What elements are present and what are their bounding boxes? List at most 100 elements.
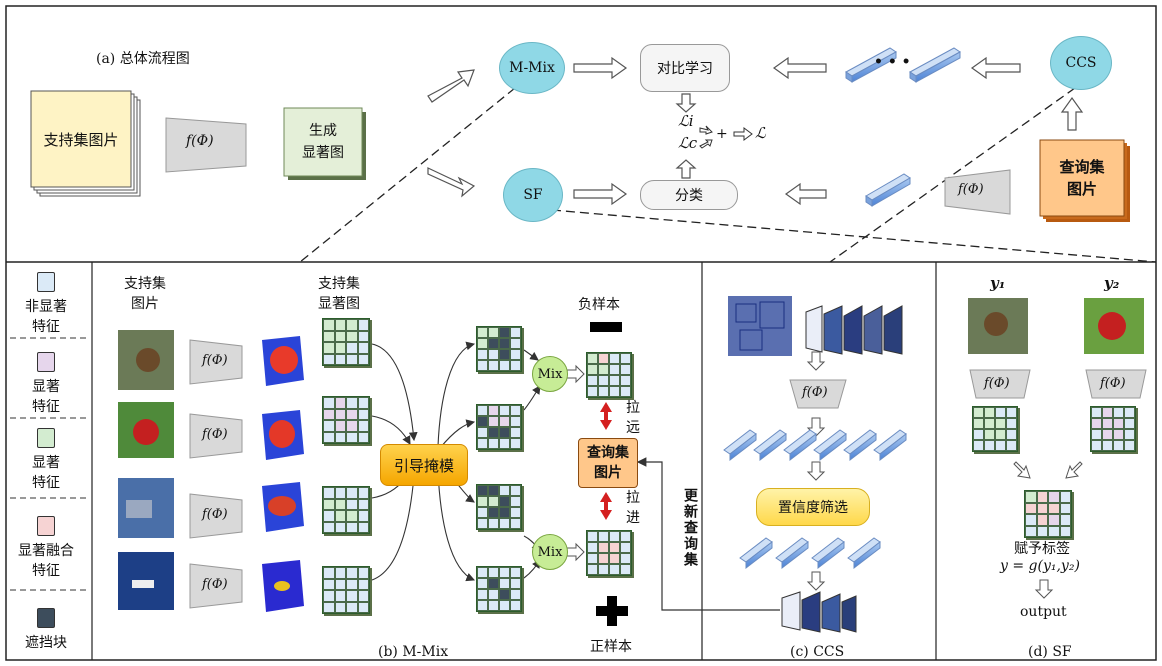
- heatmaps: [262, 336, 304, 612]
- grid-cell: [334, 420, 346, 432]
- grid-cell: [510, 327, 521, 338]
- grid-cell: [598, 564, 609, 575]
- grid-cell: [510, 496, 521, 507]
- grid-cell: [587, 386, 598, 397]
- grid-cell: [357, 521, 369, 533]
- grid-cell: [510, 589, 521, 600]
- sf-node: SF: [503, 168, 563, 222]
- feature-grid: [586, 352, 632, 398]
- grid-cell: [510, 438, 521, 449]
- grid-cell: [499, 360, 510, 371]
- grid-cell: [1036, 525, 1048, 537]
- grid-cell: [346, 567, 358, 579]
- grid-cell: [488, 578, 499, 589]
- grid-cell: [510, 518, 521, 529]
- grid-cell: [1025, 514, 1037, 526]
- support-images-label: 支持集图片: [43, 130, 119, 149]
- grid-cell: [995, 418, 1006, 429]
- grid-cell: [598, 375, 609, 386]
- grid-cell: [477, 518, 488, 529]
- b-encoder-1: f(Φ): [202, 353, 228, 368]
- grid-cell: [1036, 491, 1048, 503]
- feature-grid: [322, 396, 370, 444]
- outer-frame: [5, 5, 1157, 661]
- grid-cell: [499, 438, 510, 449]
- grid-cell: [1048, 514, 1060, 526]
- grid-cell: [510, 416, 521, 427]
- grid-cell: [598, 364, 609, 375]
- grid-cell: [609, 375, 620, 386]
- grid-cell: [1113, 407, 1124, 418]
- grid-cell: [984, 440, 995, 451]
- grid-cell: [973, 440, 984, 451]
- grid-cell: [1025, 491, 1037, 503]
- feature-grid: [972, 406, 1018, 452]
- grid-cell: [1025, 502, 1037, 514]
- grid-cell: [995, 407, 1006, 418]
- grid-cell: [1091, 429, 1102, 440]
- grid-cell: [499, 427, 510, 438]
- grid-cell: [488, 360, 499, 371]
- grid-cell: [346, 601, 358, 613]
- grid-cell: [477, 600, 488, 611]
- grid-cell: [346, 487, 358, 499]
- b-encoder-2: f(Φ): [202, 427, 228, 442]
- pull-away-label: 拉 远: [626, 400, 640, 436]
- grid-cell: [1006, 440, 1017, 451]
- grid-cell: [973, 429, 984, 440]
- grid-cell: [488, 427, 499, 438]
- grid-cell: [587, 353, 598, 364]
- update-query-label: 更新查询集: [682, 488, 698, 568]
- loss-total: ℒ: [755, 124, 766, 142]
- grid-cell: [357, 319, 369, 331]
- ccs-crops: [805, 305, 903, 355]
- grid-cell: [323, 342, 335, 354]
- feature-grid: [476, 326, 522, 372]
- grid-cell: [609, 553, 620, 564]
- grid-cell: [346, 353, 358, 365]
- grid-cell: [357, 590, 369, 602]
- ccs-bars-2: [739, 537, 881, 570]
- grid-cell: [477, 360, 488, 371]
- grid-cell: [477, 405, 488, 416]
- grid-cell: [620, 386, 631, 397]
- encoder-shape: [165, 117, 247, 173]
- grid-cell: [499, 416, 510, 427]
- encoder-shape-2: [944, 169, 1011, 215]
- grid-cell: [620, 364, 631, 375]
- grid-cell: [598, 386, 609, 397]
- grid-cell: [510, 578, 521, 589]
- grid-cell: [510, 567, 521, 578]
- grid-cell: [488, 327, 499, 338]
- grid-cell: [984, 429, 995, 440]
- grid-cell: [620, 353, 631, 364]
- generate-saliency-box: 生成 显著图: [302, 123, 344, 161]
- grid-cell: [1124, 418, 1135, 429]
- d-encoder-1: f(Φ): [984, 376, 1010, 391]
- grid-cell: [477, 416, 488, 427]
- grid-cell: [323, 601, 335, 613]
- grid-cell: [499, 567, 510, 578]
- grid-cell: [1102, 407, 1113, 418]
- grid-cell: [609, 353, 620, 364]
- support-image-stack: [30, 90, 141, 197]
- grid-cell: [323, 510, 335, 522]
- feature-grid: [322, 318, 370, 366]
- grid-cell: [499, 600, 510, 611]
- grid-cell: [323, 590, 335, 602]
- grid-cell: [477, 485, 488, 496]
- minus-icon: [590, 322, 622, 332]
- query-images-label: 查询集 图片: [1059, 158, 1105, 198]
- grid-cell: [334, 397, 346, 409]
- grid-cell: [477, 496, 488, 507]
- grid-cell: [587, 542, 598, 553]
- grid-cell: [488, 507, 499, 518]
- grid-cell: [357, 353, 369, 365]
- plus-sign: +: [716, 126, 728, 142]
- grid-cell: [334, 567, 346, 579]
- grid-cell: [357, 567, 369, 579]
- grid-cell: [587, 531, 598, 542]
- grid-cell: [346, 578, 358, 590]
- grid-cell: [477, 567, 488, 578]
- grid-cell: [510, 338, 521, 349]
